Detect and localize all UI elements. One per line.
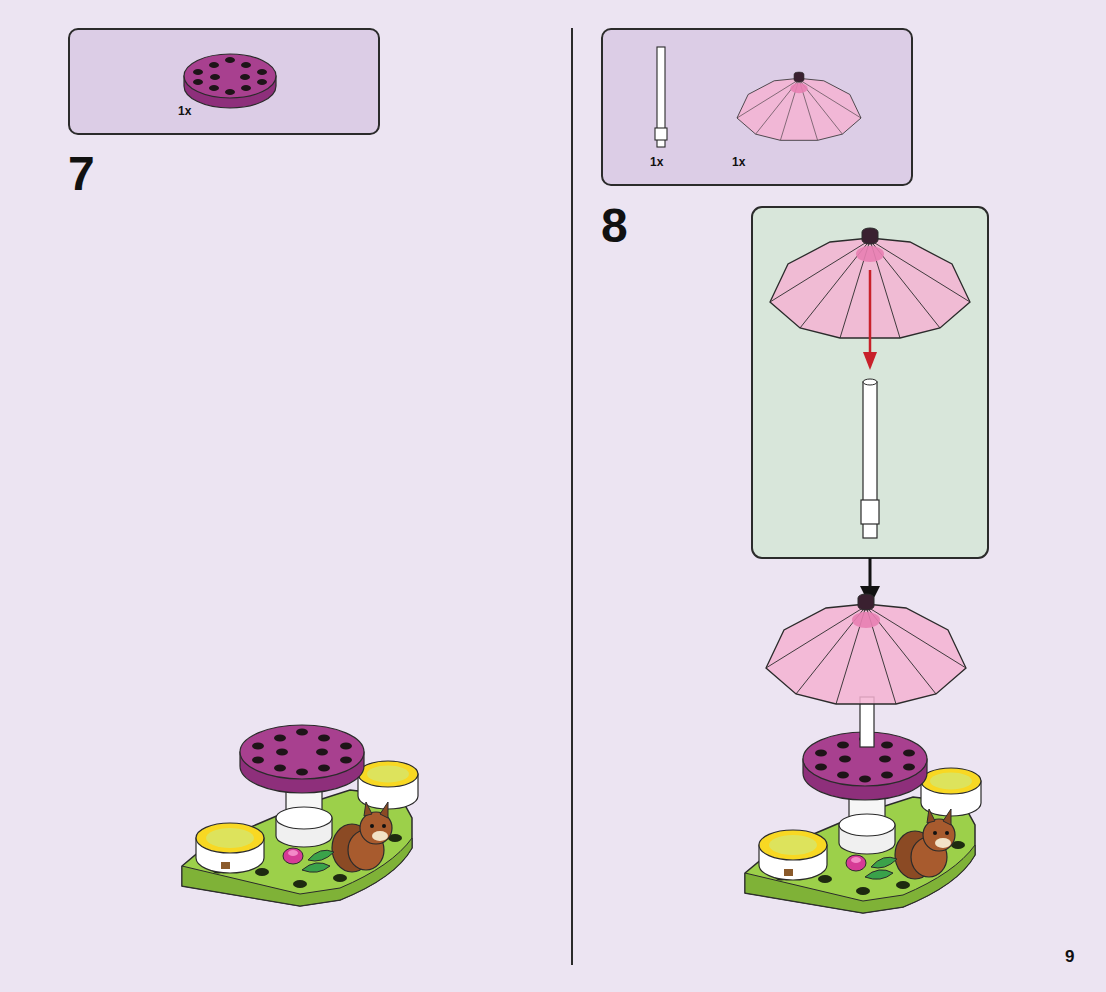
parts-panel: 1x xyxy=(68,28,380,135)
parts-panel: 1x 1x xyxy=(601,28,913,186)
part-picture xyxy=(70,30,378,133)
step-number: 8 xyxy=(601,202,628,250)
part-picture xyxy=(603,30,911,184)
part-quantity: 1x xyxy=(178,104,191,118)
page-number: 9 xyxy=(1065,948,1074,965)
step-number: 7 xyxy=(68,150,95,198)
part-quantity: 1x xyxy=(732,155,745,169)
part-quantity: 1x xyxy=(650,155,663,169)
